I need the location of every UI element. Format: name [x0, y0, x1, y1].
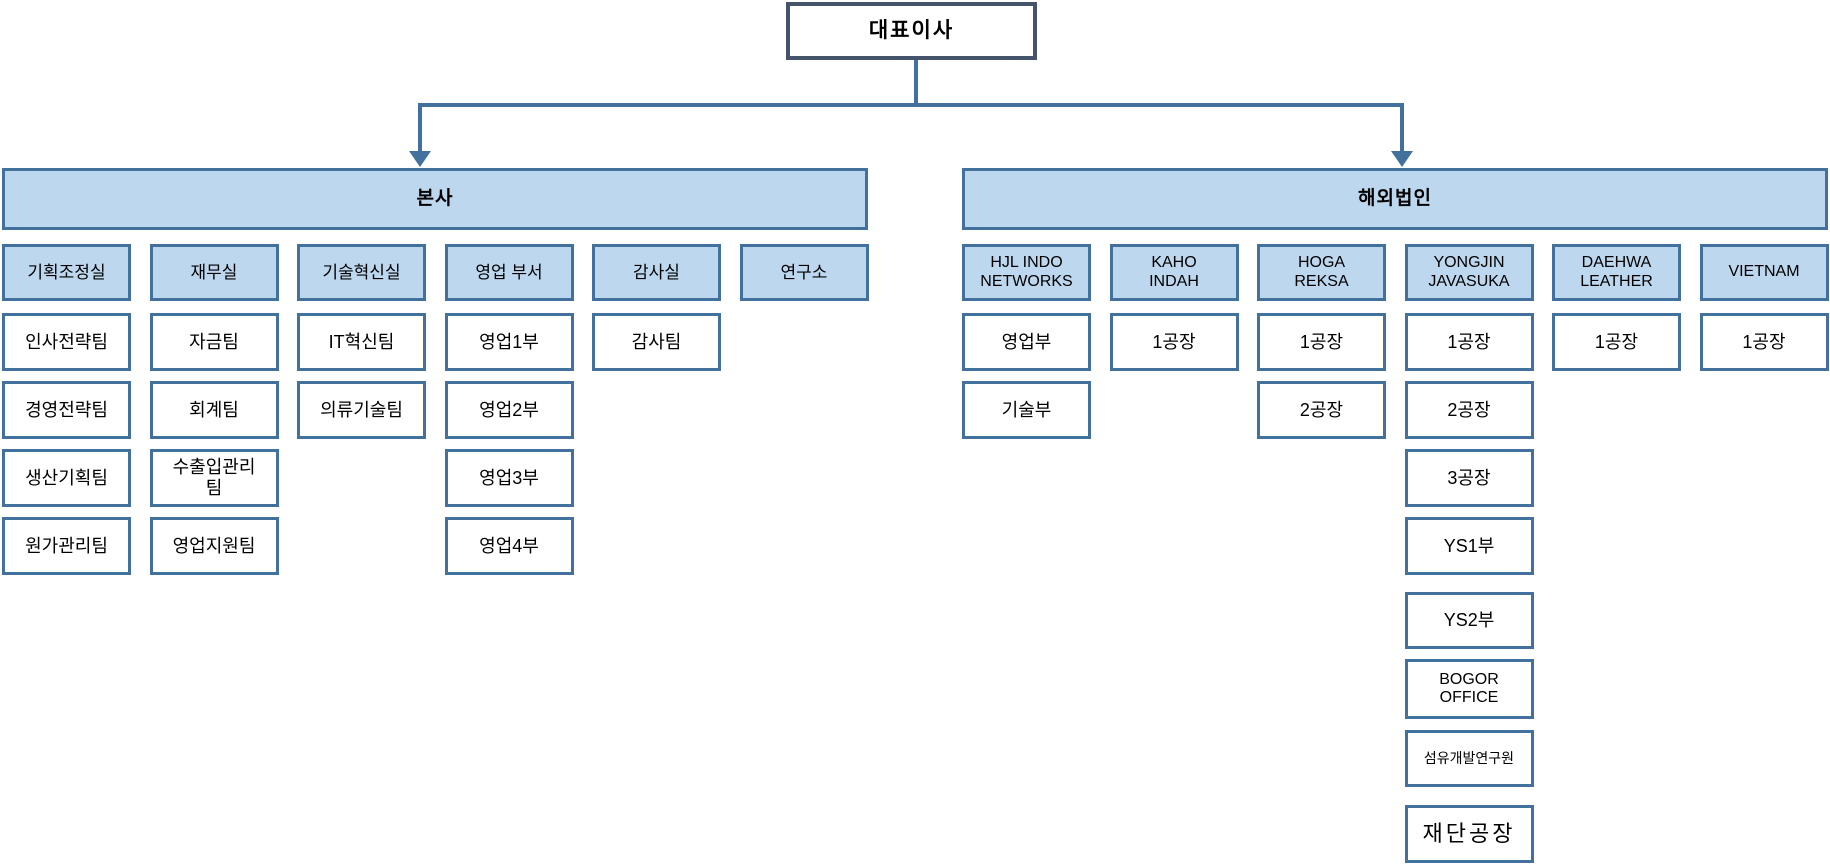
connector-right-drop [1400, 103, 1404, 153]
org-leaf-box: 1공장 [1257, 313, 1386, 371]
org-leaf-box: IT혁신팀 [297, 313, 426, 371]
group-bar-overseas: 해외법인 [962, 168, 1828, 230]
org-leaf-box: 의류기술팀 [297, 381, 426, 439]
org-leaf-box: 감사팀 [592, 313, 721, 371]
column-header-hq-5: 연구소 [739, 244, 869, 301]
column-header-overseas-0: HJL INDO NETWORKS [962, 244, 1091, 301]
org-leaf-box: 영업부 [962, 313, 1091, 371]
org-leaf-box: 영업2부 [444, 381, 574, 439]
column-header-hq-1: 재무실 [149, 244, 279, 301]
org-leaf-box: BOGOR OFFICE [1404, 659, 1534, 719]
group-bar-hq: 본사 [2, 168, 868, 230]
org-leaf-box: 재단공장 [1404, 805, 1534, 863]
ceo-box: 대표이사 [786, 2, 1037, 60]
org-leaf-box: 2공장 [1257, 381, 1386, 439]
org-leaf-box: 인사전략팀 [2, 313, 131, 371]
connector-left-drop [418, 103, 422, 153]
org-leaf-box: 생산기획팀 [2, 449, 131, 507]
column-header-overseas-3: YONGJIN JAVASUKA [1404, 244, 1534, 301]
org-leaf-box: 수출입관리 팀 [149, 449, 279, 507]
column-header-overseas-1: KAHO INDAH [1109, 244, 1239, 301]
column-header-overseas-2: HOGA REKSA [1257, 244, 1386, 301]
org-leaf-box: 1공장 [1109, 313, 1239, 371]
org-leaf-box: 1공장 [1699, 313, 1829, 371]
column-header-hq-2: 기술혁신실 [297, 244, 426, 301]
org-leaf-box: 기술부 [962, 381, 1091, 439]
column-header-hq-3: 영업 부서 [444, 244, 574, 301]
org-leaf-box: 섬유개발연구원 [1404, 730, 1534, 787]
column-header-overseas-4: DAEHWA LEATHER [1552, 244, 1681, 301]
org-leaf-box: YS1부 [1404, 517, 1534, 575]
connector-ceo-stub [914, 60, 918, 105]
org-leaf-box: 원가관리팀 [2, 517, 131, 575]
arrow-down-icon [409, 151, 431, 167]
org-leaf-box: 1공장 [1404, 313, 1534, 371]
org-leaf-box: YS2부 [1404, 592, 1534, 649]
org-leaf-box: 자금팀 [149, 313, 279, 371]
org-leaf-box: 3공장 [1404, 449, 1534, 507]
org-leaf-box: 1공장 [1552, 313, 1681, 371]
org-leaf-box: 경영전략팀 [2, 381, 131, 439]
org-leaf-box: 2공장 [1404, 381, 1534, 439]
column-header-overseas-5: VIETNAM [1699, 244, 1829, 301]
arrow-down-icon [1391, 151, 1413, 167]
column-header-hq-0: 기획조정실 [2, 244, 131, 301]
column-header-hq-4: 감사실 [592, 244, 721, 301]
org-leaf-box: 영업4부 [444, 517, 574, 575]
org-leaf-box: 영업지원팀 [149, 517, 279, 575]
org-leaf-box: 회계팀 [149, 381, 279, 439]
org-leaf-box: 영업3부 [444, 449, 574, 507]
connector-horizontal-line [418, 103, 1404, 107]
org-leaf-box: 영업1부 [444, 313, 574, 371]
